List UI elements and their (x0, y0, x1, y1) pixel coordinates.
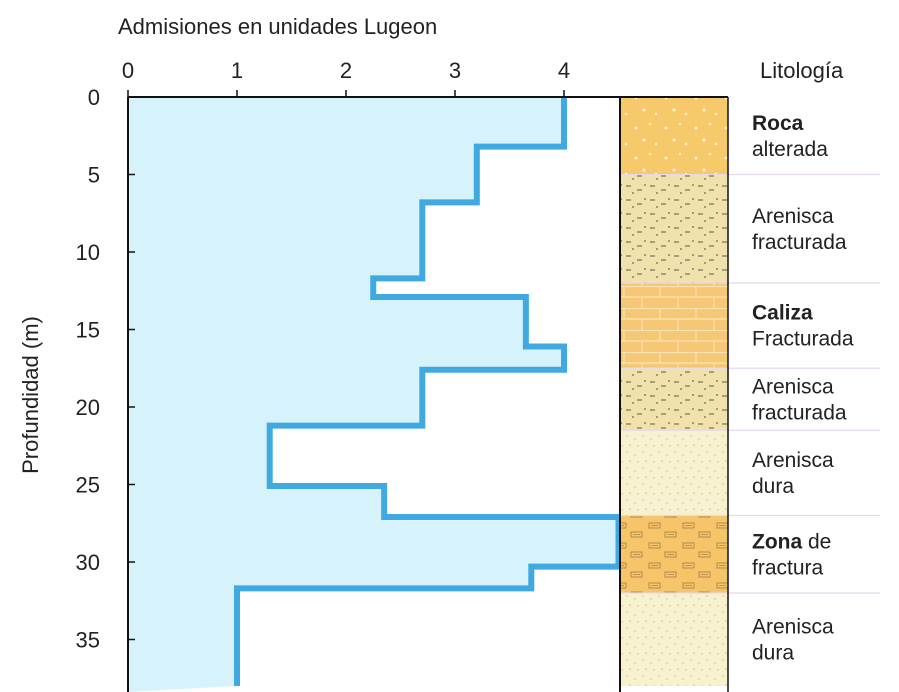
lithology-layer-arenisca-dura (620, 430, 728, 516)
lithology-label-line1: Zona de (752, 530, 831, 553)
x-tick-label: 2 (340, 58, 352, 83)
lithology-layer-arenisca-dura (620, 593, 728, 686)
y-tick-label: 20 (76, 395, 100, 420)
x-axis-title: Admisiones en unidades Lugeon (118, 14, 437, 39)
y-tick-label: 30 (76, 550, 100, 575)
x-tick-label: 1 (231, 58, 243, 83)
y-tick-label: 5 (88, 163, 100, 188)
lithology-label-line1: Arenisca (752, 205, 834, 228)
y-tick-label: 10 (76, 240, 100, 265)
lithology-layer-arenisca-fract (620, 174, 728, 283)
lithology-label-bold: Zona (752, 530, 802, 553)
lithology-label-line2: fracturada (752, 401, 847, 424)
lithology-label-line2: fractura (752, 556, 824, 579)
lithology-label-line2: fracturada (752, 231, 847, 254)
series-fill-area (128, 97, 619, 692)
lithology-label-rest: de (802, 530, 831, 553)
x-tick-label: 0 (122, 58, 134, 83)
y-axis-title: Profundidad (m) (18, 316, 43, 474)
lithology-label-bold: Roca (752, 112, 804, 135)
lithology-layer-caliza (620, 283, 728, 369)
y-tick-label: 25 (76, 473, 100, 498)
y-tick-label: 35 (76, 628, 100, 653)
lithology-label-line1: Arenisca (752, 375, 834, 398)
lithology-layer-roca (620, 97, 728, 175)
lithology-layer-arenisca-fract (620, 368, 728, 431)
lithology-label-bold: Caliza (752, 302, 813, 325)
lithology-label-line2: Fracturada (752, 328, 854, 351)
lithology-label-line1: Arenisca (752, 616, 834, 639)
lithology-label-line1: Roca (752, 112, 804, 135)
x-tick-label: 3 (449, 58, 461, 83)
lithology-label-line2: alterada (752, 138, 828, 161)
lithology-label-line2: dura (752, 475, 794, 498)
lithology-label-line1: Caliza (752, 302, 813, 325)
lithology-layer-zona (620, 515, 728, 593)
lithology-column-title: Litología (760, 58, 844, 83)
x-tick-label: 4 (558, 58, 570, 83)
lithology-label-line2: dura (752, 642, 794, 665)
lithology-label-line1: Arenisca (752, 449, 834, 472)
y-tick-label: 0 (88, 85, 100, 110)
series-line (234, 97, 622, 686)
y-tick-label: 15 (76, 318, 100, 343)
